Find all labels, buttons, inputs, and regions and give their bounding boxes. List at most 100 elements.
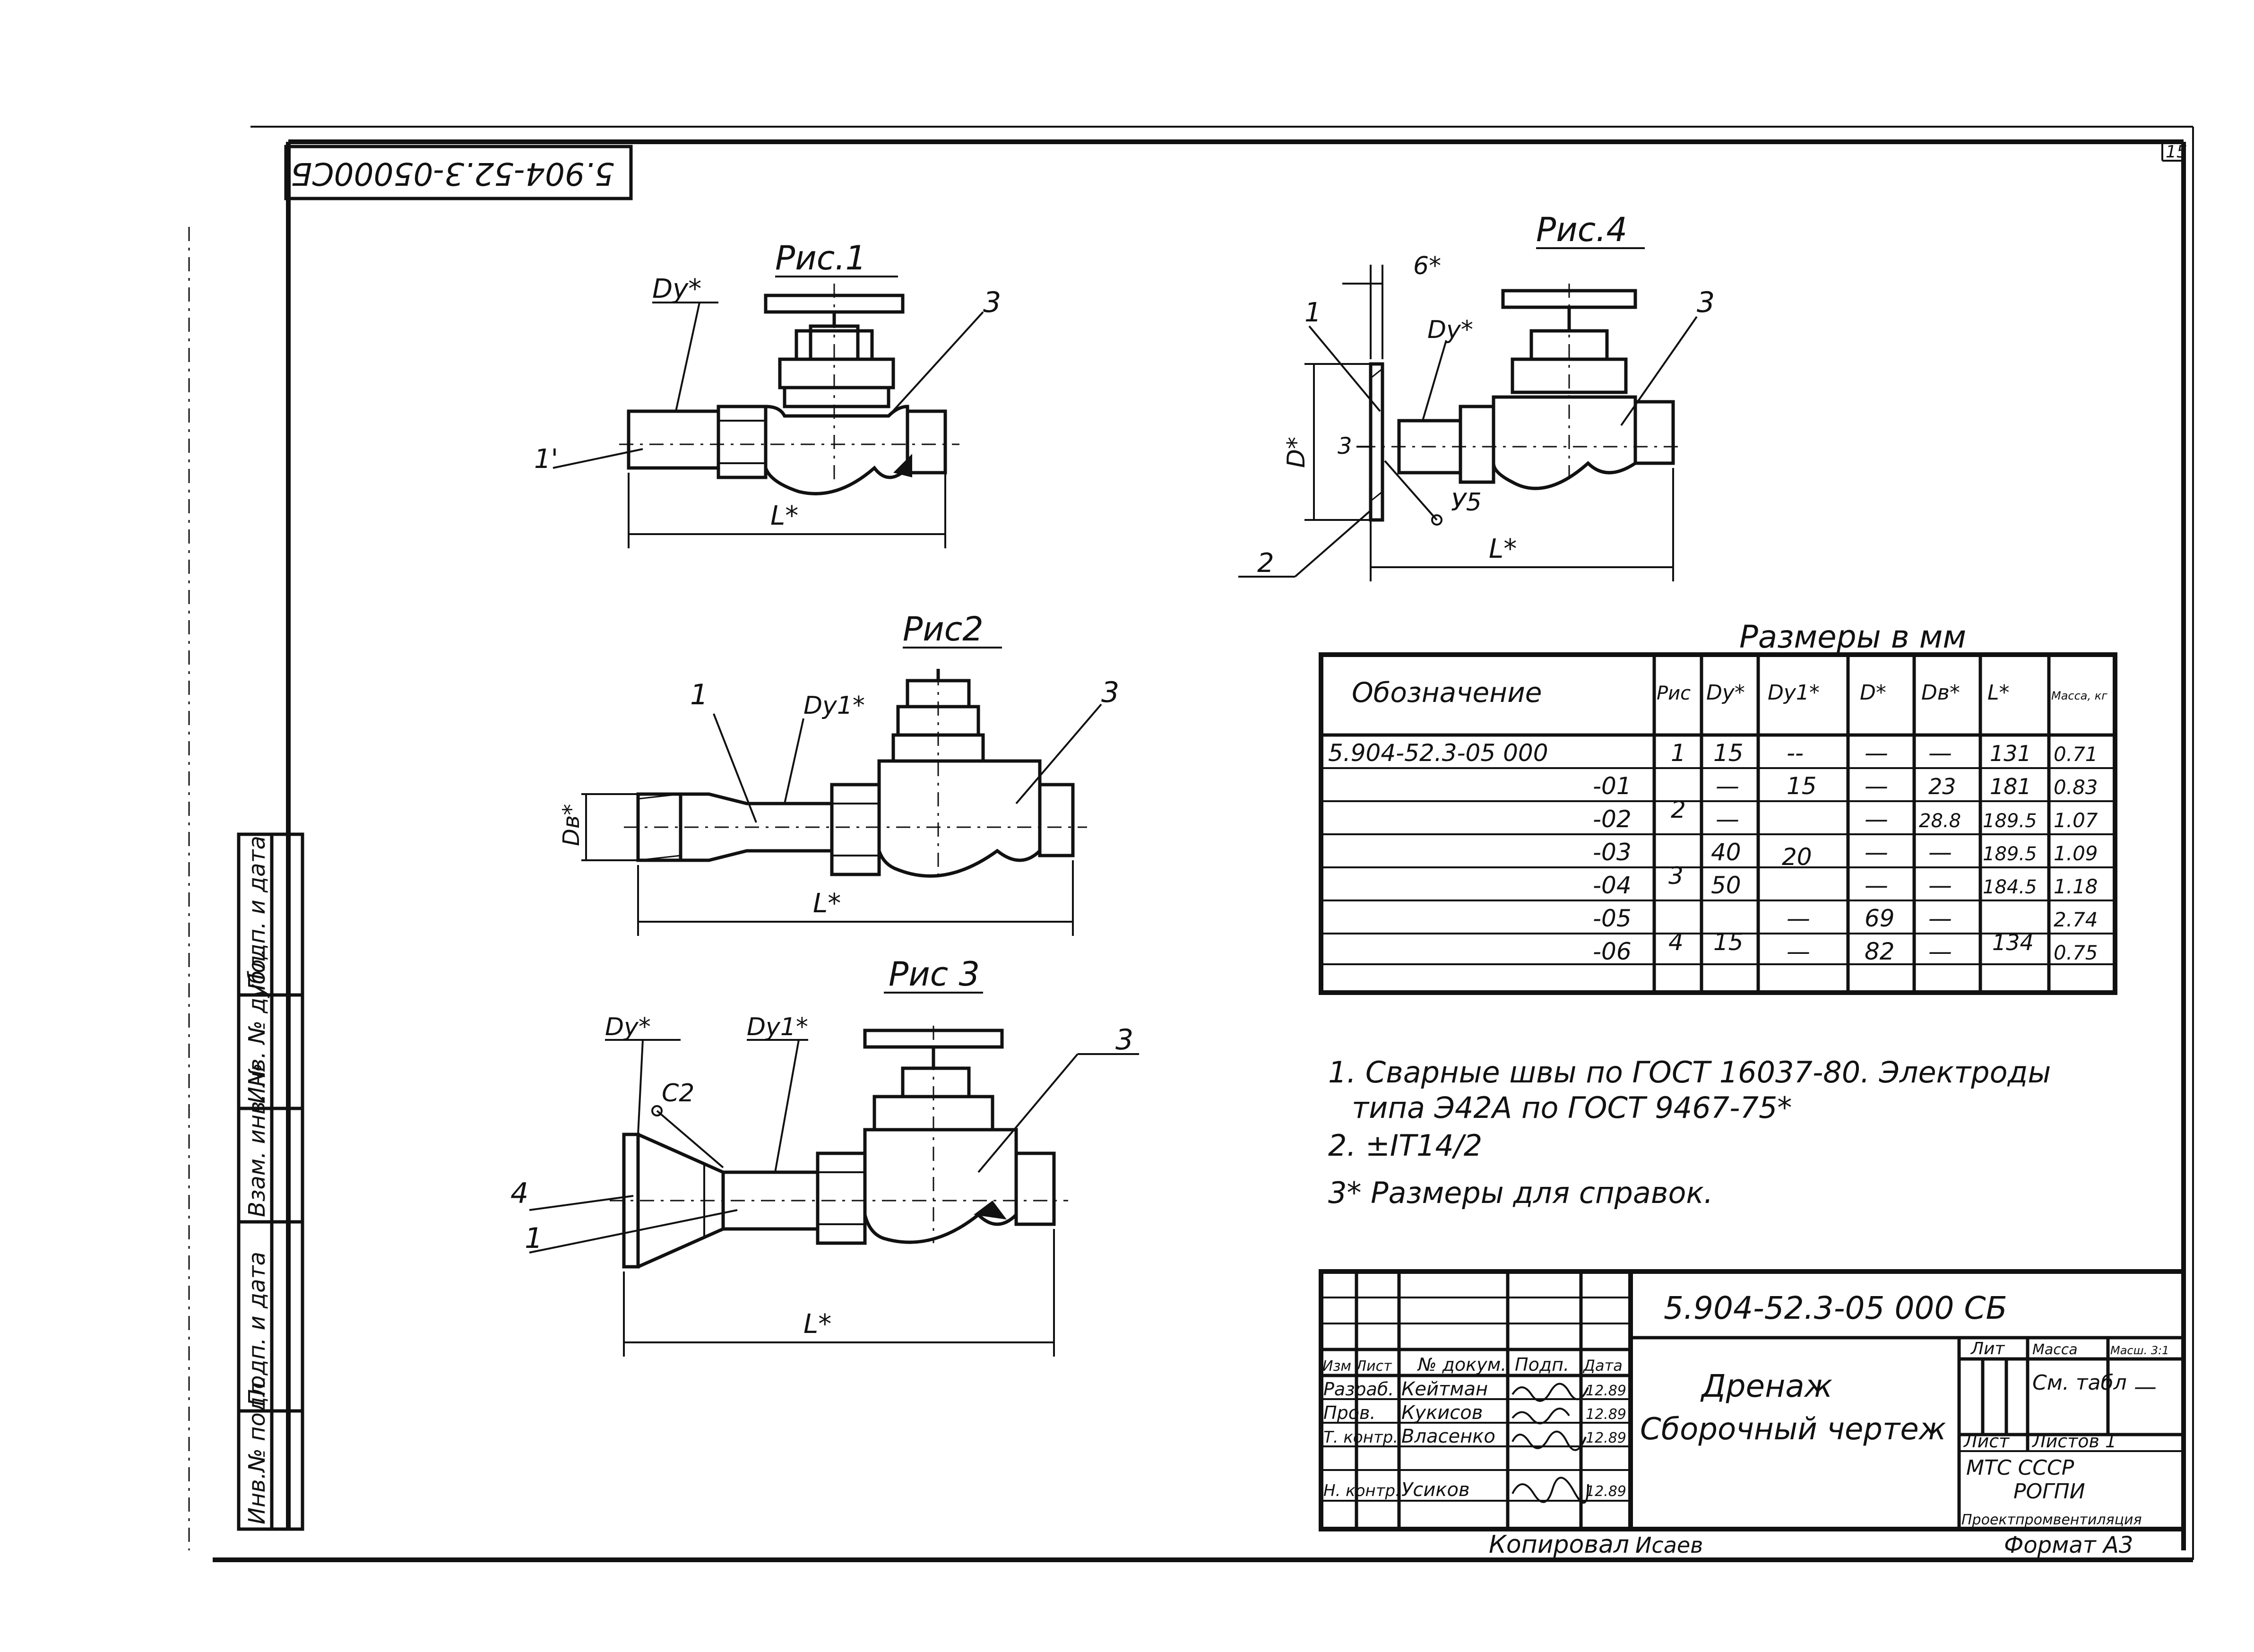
table-cell: 69: [1865, 905, 1895, 932]
table-cell: -05: [1593, 905, 1632, 932]
tb-date-2: 12.89: [1586, 1430, 1626, 1446]
tb-org-3: Проектпромвентиляция: [1961, 1512, 2142, 1528]
tb-org-1: МТС СССР: [1966, 1456, 2074, 1480]
fig3-dim-L: L*: [803, 1309, 831, 1340]
table-header-D: D*: [1860, 681, 1886, 705]
table-cell: 3: [1668, 862, 1684, 890]
signature-scribble: [1511, 1408, 1570, 1425]
side-stamp-1: Инв.№ подл.: [244, 1375, 270, 1524]
fig2-label-1: 1: [690, 678, 708, 711]
signature-scribble: [1511, 1430, 1587, 1451]
tb-date-1: 12.89: [1586, 1406, 1626, 1423]
table-cell: —: [1716, 805, 1739, 833]
table-cell: 189.5: [1983, 843, 2037, 865]
table-cell: —: [1787, 905, 1810, 932]
tb-sheet: Лист: [1963, 1431, 2010, 1452]
title-block: Изм Лист № докум. Подп. Дата Разраб. Кей…: [1319, 1269, 2186, 1559]
fig3-label-du-b: Dу1*: [747, 1013, 808, 1041]
tb-role-1: Пров.: [1323, 1402, 1375, 1423]
tb-copied: Копировал: [1489, 1531, 1629, 1559]
tb-name-1: Кукисов: [1401, 1402, 1483, 1424]
table-cell: 15: [1787, 772, 1817, 800]
fig3-label-4: 4: [510, 1177, 528, 1210]
table-cell: 1: [1671, 739, 1686, 767]
fig1-label-3: 3: [983, 286, 1001, 319]
table-cell: —: [1928, 839, 1952, 866]
table-cell: 40: [1711, 839, 1741, 866]
table-cell: 0.83: [2054, 776, 2098, 799]
tb-code: 5.904-52.3-05 000 СБ: [1664, 1290, 2007, 1326]
table-cell: -06: [1593, 938, 1632, 965]
tb-role-2: Т. контр.: [1323, 1428, 1398, 1447]
fig4-dim-6: 6*: [1413, 252, 1441, 280]
tb-scale: Масш. 3:1: [2110, 1344, 2169, 1357]
figure-2: Рис2 L* Dв* 1 Dу1* 3: [558, 610, 1119, 936]
table-cell: -03: [1593, 839, 1632, 866]
table-cell: 23: [1928, 774, 1956, 799]
fig3-label-3: 3: [1115, 1023, 1133, 1056]
tb-date-3: 12.89: [1586, 1483, 1626, 1500]
table-header-designation: Обозначение: [1352, 676, 1542, 709]
table-cell: —: [1928, 905, 1952, 932]
table-cell: 15: [1713, 928, 1744, 956]
table-cell: —: [1865, 805, 1888, 833]
fig2-label-3: 3: [1101, 676, 1119, 709]
fig2-dim-L: L*: [813, 888, 841, 919]
sheet-frame: [188, 126, 2194, 1562]
tb-mass: Масса: [2032, 1341, 2078, 1358]
fig4-label-2: 2: [1257, 548, 1274, 579]
figure-3: Рис 3 L* Dу* Dу1* C2 3: [510, 955, 1139, 1357]
tb-format: Формат А3: [2004, 1532, 2133, 1558]
tb-scale-val: —: [2134, 1374, 2157, 1400]
fig1-title: Рис.1: [775, 239, 866, 277]
table-header-Dv: Dв*: [1921, 681, 1960, 705]
tb-lit: Лит: [1970, 1339, 2005, 1358]
table-cell: 134: [1992, 930, 2034, 955]
fig4-label-y5: У5: [1451, 488, 1482, 517]
table-cell: 4: [1668, 928, 1684, 956]
rotated-code: 5.904-52.3-05000СБ: [291, 156, 614, 192]
tb-head-doc: № докум.: [1417, 1354, 1506, 1375]
fig3-label-c2: C2: [662, 1079, 694, 1107]
table-cell: 1.09: [2054, 842, 2098, 865]
signature-scribble: [1511, 1477, 1589, 1504]
table-cell: 0.75: [2054, 941, 2098, 964]
table-header-fig: Рис: [1657, 683, 1691, 704]
table-header-mass: Масса, кг: [2051, 689, 2107, 702]
fig4-label-1: 1: [1304, 297, 1321, 328]
side-stamp: Инв.№ подл. Подп. и дата Взам. инв. № Ин…: [237, 832, 304, 1531]
table-cell: 20: [1782, 843, 1812, 871]
sheet-number: 15: [2166, 142, 2187, 162]
fig2-label-du: Dу1*: [803, 692, 865, 720]
fig4-label-3a: 3: [1338, 433, 1352, 459]
technical-notes: 1. Сварные швы по ГОСТ 16037-80. Электро…: [1328, 1055, 2051, 1210]
table-cell: 50: [1711, 872, 1741, 899]
note-1b: типа Э42А по ГОСТ 9467-75*: [1352, 1090, 1792, 1125]
fig1-dim-L: L*: [770, 501, 798, 531]
side-stamp-5: Подп. и дата: [244, 836, 270, 990]
figure-1: Рис.1 L* Dу* 3 1': [534, 239, 1001, 548]
fig3-label-du-a: Dу*: [605, 1013, 651, 1041]
table-cell: —: [1865, 839, 1888, 866]
tb-role-3: Н. контр.: [1323, 1481, 1400, 1500]
table-cell: 5.904-52.3-05 000: [1328, 739, 1548, 767]
tb-name-3: Усиков: [1401, 1479, 1470, 1501]
signature-scribble: [1511, 1383, 1589, 1402]
tb-sheets: Листов 1: [2031, 1431, 2116, 1452]
tb-name-0: Кейтман: [1401, 1378, 1488, 1400]
table-cell: 2.74: [2054, 908, 2098, 931]
table-cell: --: [1787, 739, 1804, 767]
note-1a: 1. Сварные швы по ГОСТ 16037-80. Электро…: [1328, 1055, 2051, 1090]
note-2: 2. ±IT14/2: [1328, 1128, 1482, 1163]
fig1-label-1: 1': [534, 444, 558, 475]
table-cell: -04: [1593, 872, 1632, 899]
fig4-dim-L: L*: [1489, 534, 1517, 564]
fig4-dim-D: D*: [1282, 437, 1311, 468]
tb-copied-name: Исаев: [1635, 1532, 1703, 1558]
table-cell: —: [1865, 772, 1888, 800]
table-header-L: L*: [1987, 681, 2010, 705]
table-cell: 2: [1671, 796, 1686, 823]
dimensions-table: Размеры в мм Обозначение Рис Dу* Dу1* D*…: [1319, 619, 2117, 995]
table-header-du1: Dу1*: [1768, 681, 1820, 705]
